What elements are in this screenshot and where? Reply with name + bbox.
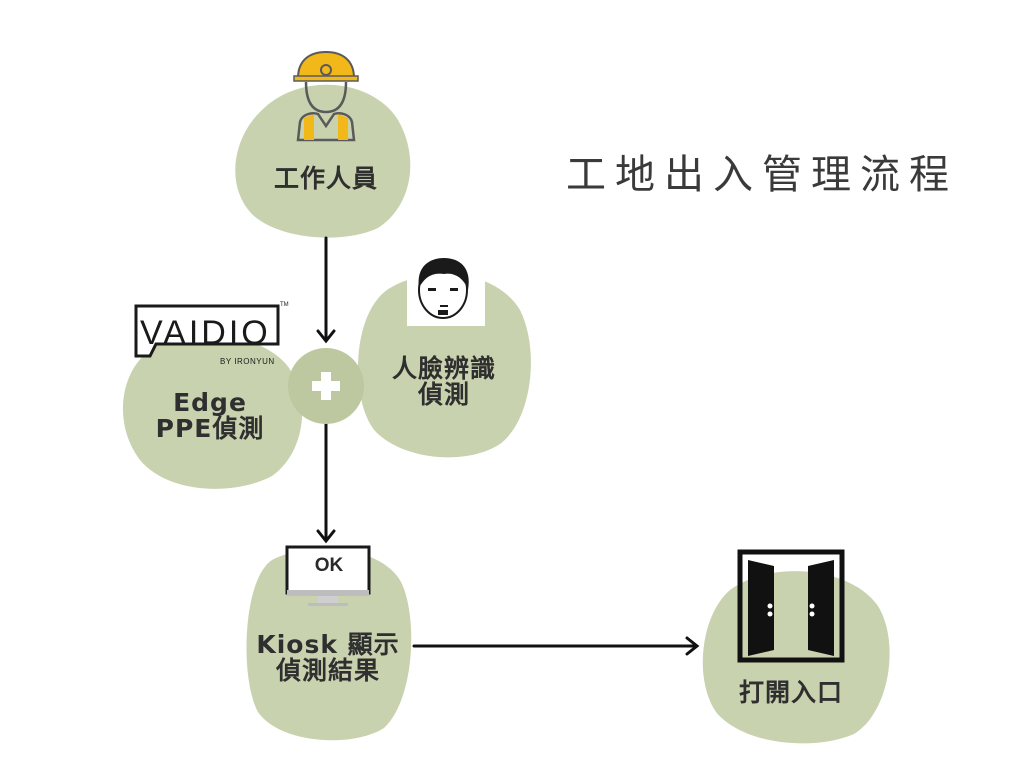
vaidio-logo-byline: BY IRONYUN bbox=[220, 357, 275, 366]
kiosk-node-blob bbox=[246, 548, 412, 741]
worker-node-blob bbox=[235, 84, 411, 238]
arrowhead-1 bbox=[316, 329, 336, 344]
vaidio-logo-trademark: TM bbox=[280, 302, 289, 308]
vaidio-logo bbox=[134, 304, 280, 358]
vaidio-logo-name: VAIDIO bbox=[140, 314, 271, 352]
arrowhead-2 bbox=[316, 529, 336, 544]
diagram-title: 工地出入管理流程 bbox=[566, 152, 958, 198]
worker-label: 工作人員 bbox=[273, 164, 378, 193]
arrowhead-3 bbox=[685, 636, 700, 656]
open-entrance-label: 打開入口 bbox=[738, 678, 843, 707]
face-recognition-node-blob bbox=[357, 273, 531, 458]
edge-ppe-node-blob bbox=[122, 334, 303, 489]
double-door-icon bbox=[737, 549, 845, 663]
construction-worker-icon bbox=[293, 50, 359, 142]
open-entrance-node-blob bbox=[702, 571, 890, 744]
kiosk-screen-ok: OK bbox=[314, 555, 344, 576]
connector-lines bbox=[316, 236, 700, 656]
monitor-icon bbox=[285, 545, 371, 606]
face-icon bbox=[418, 258, 469, 319]
edge-ppe-label: Edge PPE偵測 bbox=[140, 388, 280, 444]
kiosk-label: Kiosk 顯示偵測結果 bbox=[256, 630, 400, 686]
edge-ppe-label-text: Edge PPE偵測 bbox=[155, 388, 265, 444]
face-recognition-label: 人臉辨識偵測 bbox=[391, 354, 496, 410]
plus-icon bbox=[312, 372, 340, 400]
